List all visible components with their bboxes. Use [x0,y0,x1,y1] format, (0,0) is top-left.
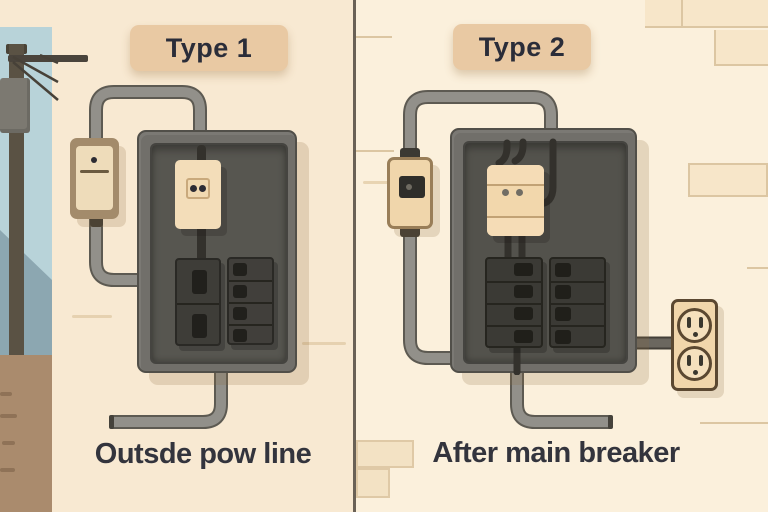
conduit-panel-exit [512,360,611,427]
socket-dot [199,185,206,192]
breaker-separator [177,303,219,305]
breaker-toggle [555,307,571,321]
type1-conduits [89,85,228,429]
type2-badge-label: Type 2 [478,31,566,62]
panel-divider [353,0,356,512]
window-dot [406,184,412,190]
wall-scratch [363,181,389,184]
type1-caption: Outsde pow line [94,438,312,470]
type1-badge: Type 1 [130,25,288,71]
brick [688,163,768,197]
brick-joint [356,150,394,152]
breaker-column-branch [227,257,274,345]
type2-surge-protector [487,165,544,236]
breaker-column-left [485,257,543,348]
outlet-slot [687,317,691,328]
meter-slot-line [80,170,109,173]
breaker-separator [229,302,272,304]
device-dot [516,189,523,196]
brick [645,0,768,28]
device-bottom-band [487,218,544,236]
power-lines [12,53,59,101]
breaker-separator [551,325,604,327]
breaker-separator [229,280,272,282]
outlet-ground-hole [693,332,698,337]
breaker-toggle [514,263,533,276]
type1-breaker-panel [137,130,297,373]
breaker-separator [487,325,541,327]
breaker-column-right [549,257,606,348]
breaker-separator [551,303,604,305]
brick-joint [747,267,768,269]
type2-badge: Type 2 [453,24,591,70]
pole-transformer [0,78,30,133]
device-dot [502,189,509,196]
surge-protector-socket [186,178,210,199]
ground-texture-dash [2,441,15,445]
feed-wire [511,138,527,165]
ground [0,355,52,512]
outlet-slot [687,355,691,366]
breaker-separator [551,281,604,283]
outlet-slot [699,317,703,328]
meter-indicator-dot [91,157,97,163]
wall-outlet [671,299,718,391]
conduit-loop [91,87,205,155]
device-top-band [487,165,544,184]
conduit-end-cap [109,415,114,429]
breaker-toggle [514,285,533,298]
brick-joint [700,422,768,424]
breaker-column-main [175,258,221,346]
breaker-toggle [192,270,207,294]
breaker-toggle [233,263,247,276]
type2-breaker-panel [450,128,637,375]
conduit-meter-to-panel [91,200,155,285]
brick [714,30,768,66]
socket-dot [190,185,197,192]
outlet-slot [699,355,703,366]
conduit-end-cap [608,415,613,429]
type1-meter-box [70,138,119,219]
breaker-toggle [233,285,247,298]
brick-joint [681,0,683,28]
brick-joint [356,36,392,38]
outlet-socket [677,346,712,381]
device-band-line [487,216,544,218]
type2-disconnect-box [387,157,433,229]
outlet-socket [677,308,712,343]
breaker-separator [487,281,541,283]
breaker-toggle [233,329,247,342]
type1-surge-protector [175,160,221,229]
type2-caption: After main breaker [432,437,680,469]
brick [356,468,390,498]
breaker-separator [487,303,541,305]
breaker-toggle [514,330,533,343]
feed-wire [495,139,511,167]
breaker-toggle [555,330,571,344]
brick [356,440,414,468]
ground-texture-dash [0,468,15,472]
breaker-toggle [555,263,571,277]
conduit-meter-to-panel [405,215,470,363]
wall-scratch [302,342,346,345]
breaker-separator [229,324,272,326]
outlet-ground-hole [693,370,698,375]
ground-texture-dash [0,414,17,418]
breaker-toggle [233,307,247,320]
conduit-loop [405,92,556,155]
device-band-line [487,184,544,186]
type1-badge-label: Type 1 [165,32,253,63]
wall-scratch [72,315,112,318]
breaker-toggle [555,285,571,299]
disconnect-window [399,176,425,198]
panel-wires [495,138,557,375]
breaker-toggle [192,314,207,338]
ground-texture-dash [0,392,12,396]
meter-face [76,146,113,210]
breaker-toggle [514,307,533,320]
conduit-panel-exit [112,360,226,427]
